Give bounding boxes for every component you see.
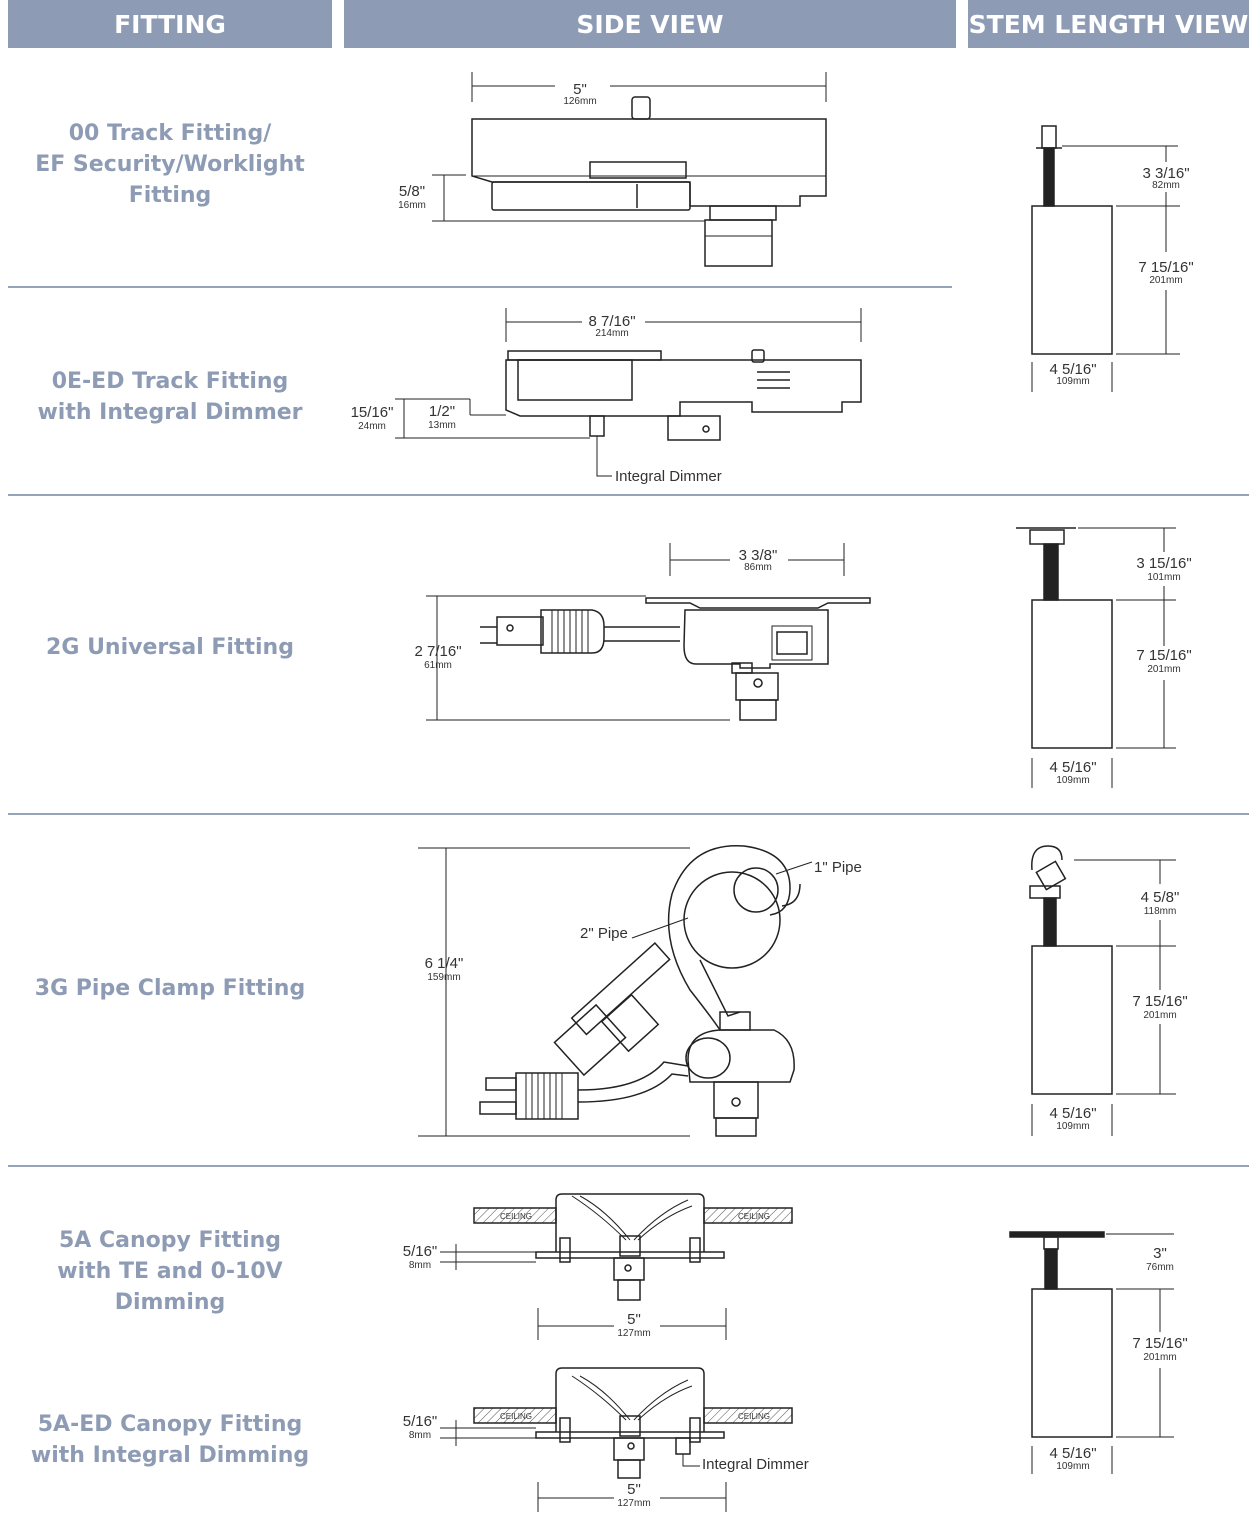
dim-width-in: 3 3/8" xyxy=(739,547,778,564)
dim-width-mm: 126mm xyxy=(563,96,596,107)
body-width-mm: 109mm xyxy=(1056,376,1089,387)
dim-width-in: 5" xyxy=(573,81,587,98)
stem-length-in: 4 5/8" xyxy=(1141,889,1180,906)
fitting-label-3g: 3G Pipe Clamp Fitting xyxy=(34,976,306,1001)
dim-height-in: 15/16" xyxy=(351,404,394,421)
callout-integral-dimmer: Integral Dimmer xyxy=(702,1456,809,1473)
header-stem-length-view: STEM LENGTH VIEW xyxy=(968,0,1249,48)
callout-1-inch-pipe: 1" Pipe xyxy=(814,859,862,876)
stem-length-mm: 82mm xyxy=(1152,180,1180,191)
side-view-5a-ed xyxy=(440,1367,793,1512)
dim-width-mm: 86mm xyxy=(744,562,772,573)
body-width-mm: 109mm xyxy=(1056,775,1089,786)
dim-height-mm: 8mm xyxy=(409,1260,431,1271)
dim-height-in: 2 7/16" xyxy=(414,643,461,660)
body-length-in: 7 15/16" xyxy=(1138,259,1193,276)
ceiling-label: CEILING xyxy=(738,1212,770,1221)
dim-height-in: 5/8" xyxy=(399,183,425,200)
body-length-mm: 201mm xyxy=(1143,1352,1176,1363)
body-width-in: 4 5/16" xyxy=(1049,1445,1096,1462)
dim-width-in: 5" xyxy=(627,1481,641,1498)
stem-length-mm: 101mm xyxy=(1147,572,1180,583)
dim-height-mm: 24mm xyxy=(358,421,386,432)
row-divider xyxy=(8,813,1249,815)
side-view-5a xyxy=(440,1193,793,1340)
ceiling-label: CEILING xyxy=(500,1412,532,1421)
body-width-in: 4 5/16" xyxy=(1049,361,1096,378)
body-length-in: 7 15/16" xyxy=(1132,993,1187,1010)
row-divider xyxy=(8,494,1249,496)
stem-length-in: 3 15/16" xyxy=(1136,555,1191,572)
side-view-3g xyxy=(418,844,813,1137)
body-length-mm: 201mm xyxy=(1149,275,1182,286)
dim-height2-mm: 13mm xyxy=(428,420,456,431)
dim-height2-in: 1/2" xyxy=(429,403,455,420)
ceiling-label: CEILING xyxy=(500,1212,532,1221)
dim-height-mm: 16mm xyxy=(398,200,426,211)
ceiling-label: CEILING xyxy=(738,1412,770,1421)
stem-length-mm: 118mm xyxy=(1144,906,1177,917)
body-width-in: 4 5/16" xyxy=(1049,759,1096,776)
dim-height-mm: 8mm xyxy=(409,1430,431,1441)
fitting-label-2g: 2G Universal Fitting xyxy=(46,635,294,660)
dim-width-mm: 127mm xyxy=(617,1328,650,1339)
dim-height-in: 5/16" xyxy=(403,1243,438,1260)
row-divider xyxy=(8,286,952,288)
body-width-in: 4 5/16" xyxy=(1049,1105,1096,1122)
body-width-mm: 109mm xyxy=(1056,1461,1089,1472)
callout-2-inch-pipe: 2" Pipe xyxy=(580,925,628,942)
row-divider xyxy=(8,1165,1249,1167)
side-view-0e-ed xyxy=(395,308,862,477)
header-fitting: FITTING xyxy=(8,0,332,48)
dim-height-mm: 159mm xyxy=(427,972,460,983)
dimension-labels: 5" 126mm 5/8" 16mm 8 7/16" 214mm 15/16" … xyxy=(351,81,1194,1509)
dim-height-in: 5/16" xyxy=(403,1413,438,1430)
dim-width-mm: 127mm xyxy=(617,1498,650,1509)
dim-width-mm: 214mm xyxy=(595,328,628,339)
body-width-mm: 109mm xyxy=(1056,1121,1089,1132)
stem-length-in: 3" xyxy=(1153,1245,1167,1262)
dim-height-in: 6 1/4" xyxy=(425,955,464,972)
dim-width-in: 8 7/16" xyxy=(588,313,635,330)
stem-view-3 xyxy=(1029,845,1176,1136)
header-side-view: SIDE VIEW xyxy=(344,0,956,48)
side-view-2g xyxy=(426,543,871,721)
stem-length-mm: 76mm xyxy=(1146,1262,1174,1273)
body-length-mm: 201mm xyxy=(1143,1010,1176,1021)
stem-view-1 xyxy=(1031,125,1180,392)
callout-integral-dimmer: Integral Dimmer xyxy=(615,468,722,485)
stem-view-2 xyxy=(1016,527,1176,788)
body-length-mm: 201mm xyxy=(1147,664,1180,675)
dim-height-mm: 61mm xyxy=(424,660,452,671)
stem-view-4 xyxy=(1009,1231,1174,1474)
dim-width-in: 5" xyxy=(627,1311,641,1328)
side-view-00 xyxy=(432,72,827,267)
body-length-in: 7 15/16" xyxy=(1136,647,1191,664)
body-length-in: 7 15/16" xyxy=(1132,1335,1187,1352)
stem-length-in: 3 3/16" xyxy=(1142,165,1189,182)
